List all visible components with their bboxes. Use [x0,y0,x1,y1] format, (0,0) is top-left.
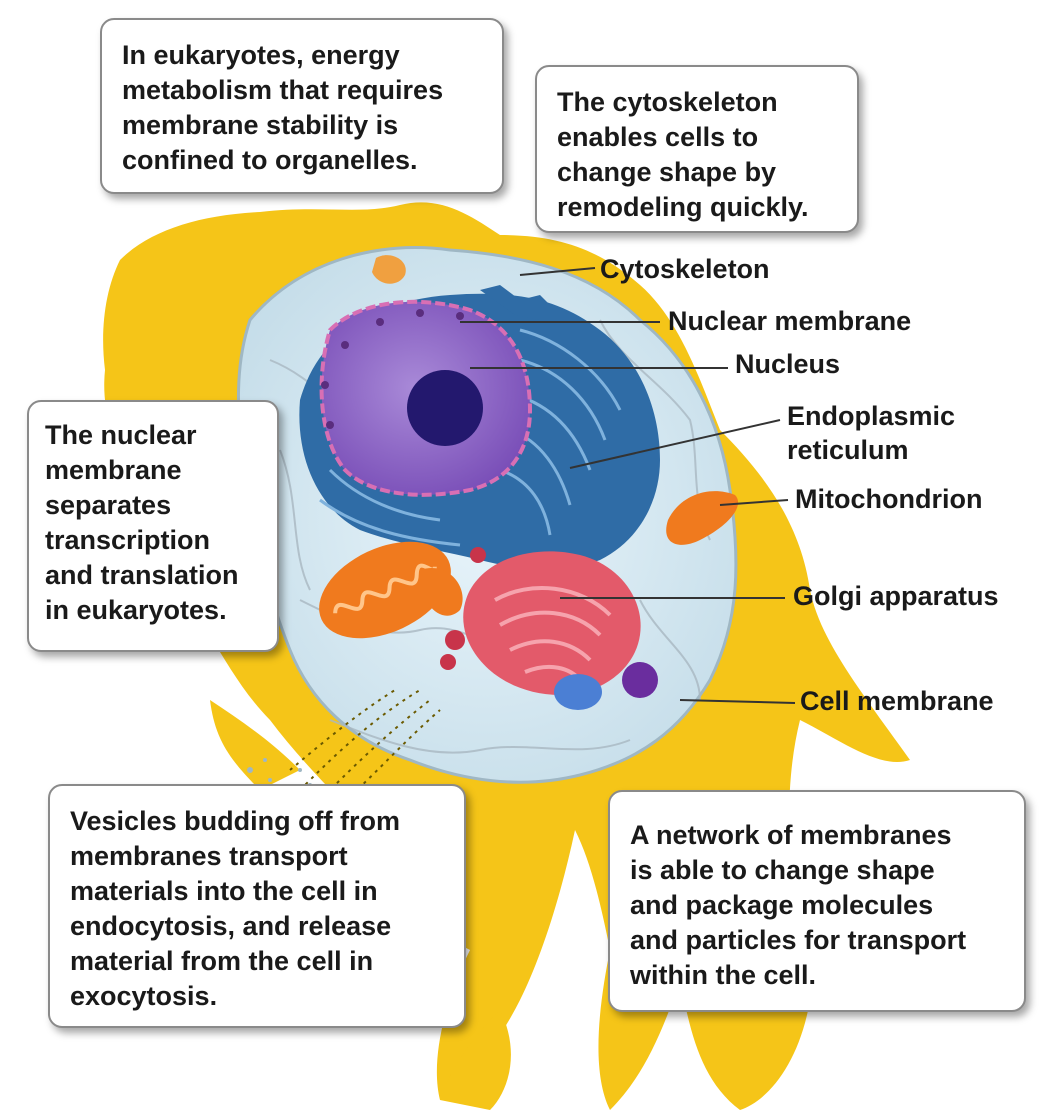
vesicle-purple [622,662,658,698]
label-endoplasmic-reticulum: Endoplasmic reticulum [787,400,955,468]
energy-metabolism-callout: In eukaryotes, energy metabolism that re… [100,18,504,194]
membrane-network-callout: A network of membranes is able to change… [608,790,1026,1012]
label-cytoskeleton: Cytoskeleton [600,253,770,287]
vesicles-callout: Vesicles budding off from membranes tran… [48,784,466,1028]
label-nuclear-membrane: Nuclear membrane [668,305,911,339]
nucleolus [407,370,483,446]
label-nucleus: Nucleus [735,348,840,382]
label-cell-membrane: Cell membrane [800,685,994,719]
cytoskeleton-callout: The cytoskeleton enables cells to change… [535,65,859,233]
nucleus [321,302,530,495]
nuclear-membrane-callout: The nuclear membrane separates transcrip… [27,400,279,652]
label-mitochondrion: Mitochondrion [795,483,982,517]
vesicle-blue [554,674,602,710]
label-golgi-apparatus: Golgi apparatus [793,580,999,614]
